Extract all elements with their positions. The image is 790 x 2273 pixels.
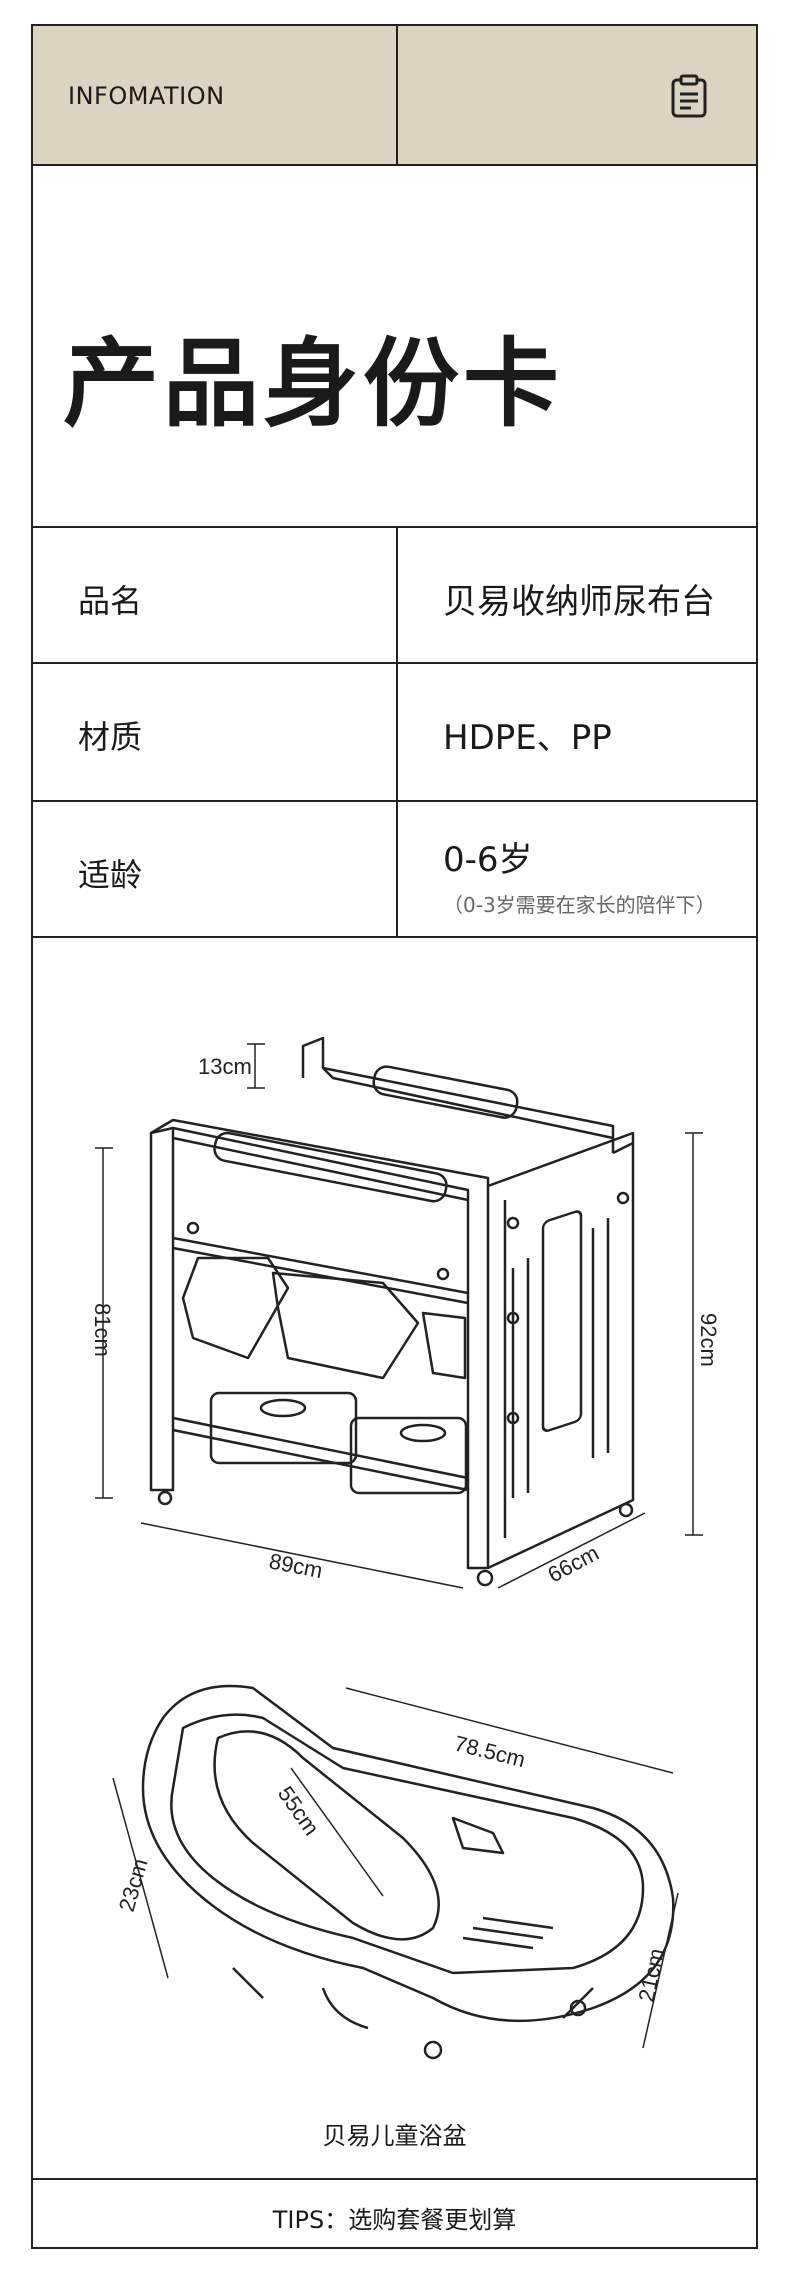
row-divider [396,528,398,662]
changing-table-drawing [149,1036,635,1587]
dim-tub-height-right: 21cm [633,1946,669,2004]
row-divider [396,664,398,800]
info-row-material: 材质 HDPE、PP [33,664,756,802]
tub-caption: 贝易儿童浴盆 [322,2122,467,2150]
bathtub-drawing [141,1684,675,2060]
footer: TIPS：选购套餐更划算 [33,2180,756,2249]
header-label: INFOMATION [68,82,225,110]
dim-depth: 66cm [544,1540,603,1587]
info-key: 品名 [78,582,143,620]
dim-top-height: 13cm [198,1054,252,1079]
product-info-card: INFOMATION 产品身份卡 品名 贝易收纳师尿布台 材质 HDPE、PP … [31,24,758,2249]
dim-tub-length: 78.5cm [452,1731,528,1773]
info-header: INFOMATION [33,26,756,166]
header-divider [396,26,398,164]
dim-tub-inner: 55cm [273,1782,324,1840]
tub-dimension-lines [112,1687,679,2049]
info-key: 适龄 [78,856,143,894]
table-dimension-lines [95,1043,703,1589]
tips-text: TIPS：选购套餐更划算 [272,2206,517,2234]
info-key: 材质 [78,718,143,756]
info-row-name: 品名 贝易收纳师尿布台 [33,528,756,664]
dim-tub-height-left: 23cm [114,1856,153,1915]
dim-width: 89cm [267,1548,325,1583]
title-section: 产品身份卡 [33,166,756,528]
info-value: 贝易收纳师尿布台 [443,582,715,622]
dim-left-height: 81cm [90,1303,115,1357]
info-value: 0-6岁 [443,840,533,880]
illustration-section: 13cm 81cm 92cm 89cm 66cm 78.5cm 55cm 23c… [33,938,756,2180]
clipboard-icon [671,74,707,118]
info-row-age: 适龄 0-6岁 （0-3岁需要在家长的陪伴下） [33,802,756,938]
product-illustration: 13cm 81cm 92cm 89cm 66cm 78.5cm 55cm 23c… [90,1036,721,2060]
row-divider [396,802,398,936]
dim-right-height: 92cm [696,1313,721,1367]
info-value: HDPE、PP [443,718,612,758]
info-note: （0-3岁需要在家长的陪伴下） [443,893,716,917]
page-title: 产品身份卡 [63,328,563,440]
